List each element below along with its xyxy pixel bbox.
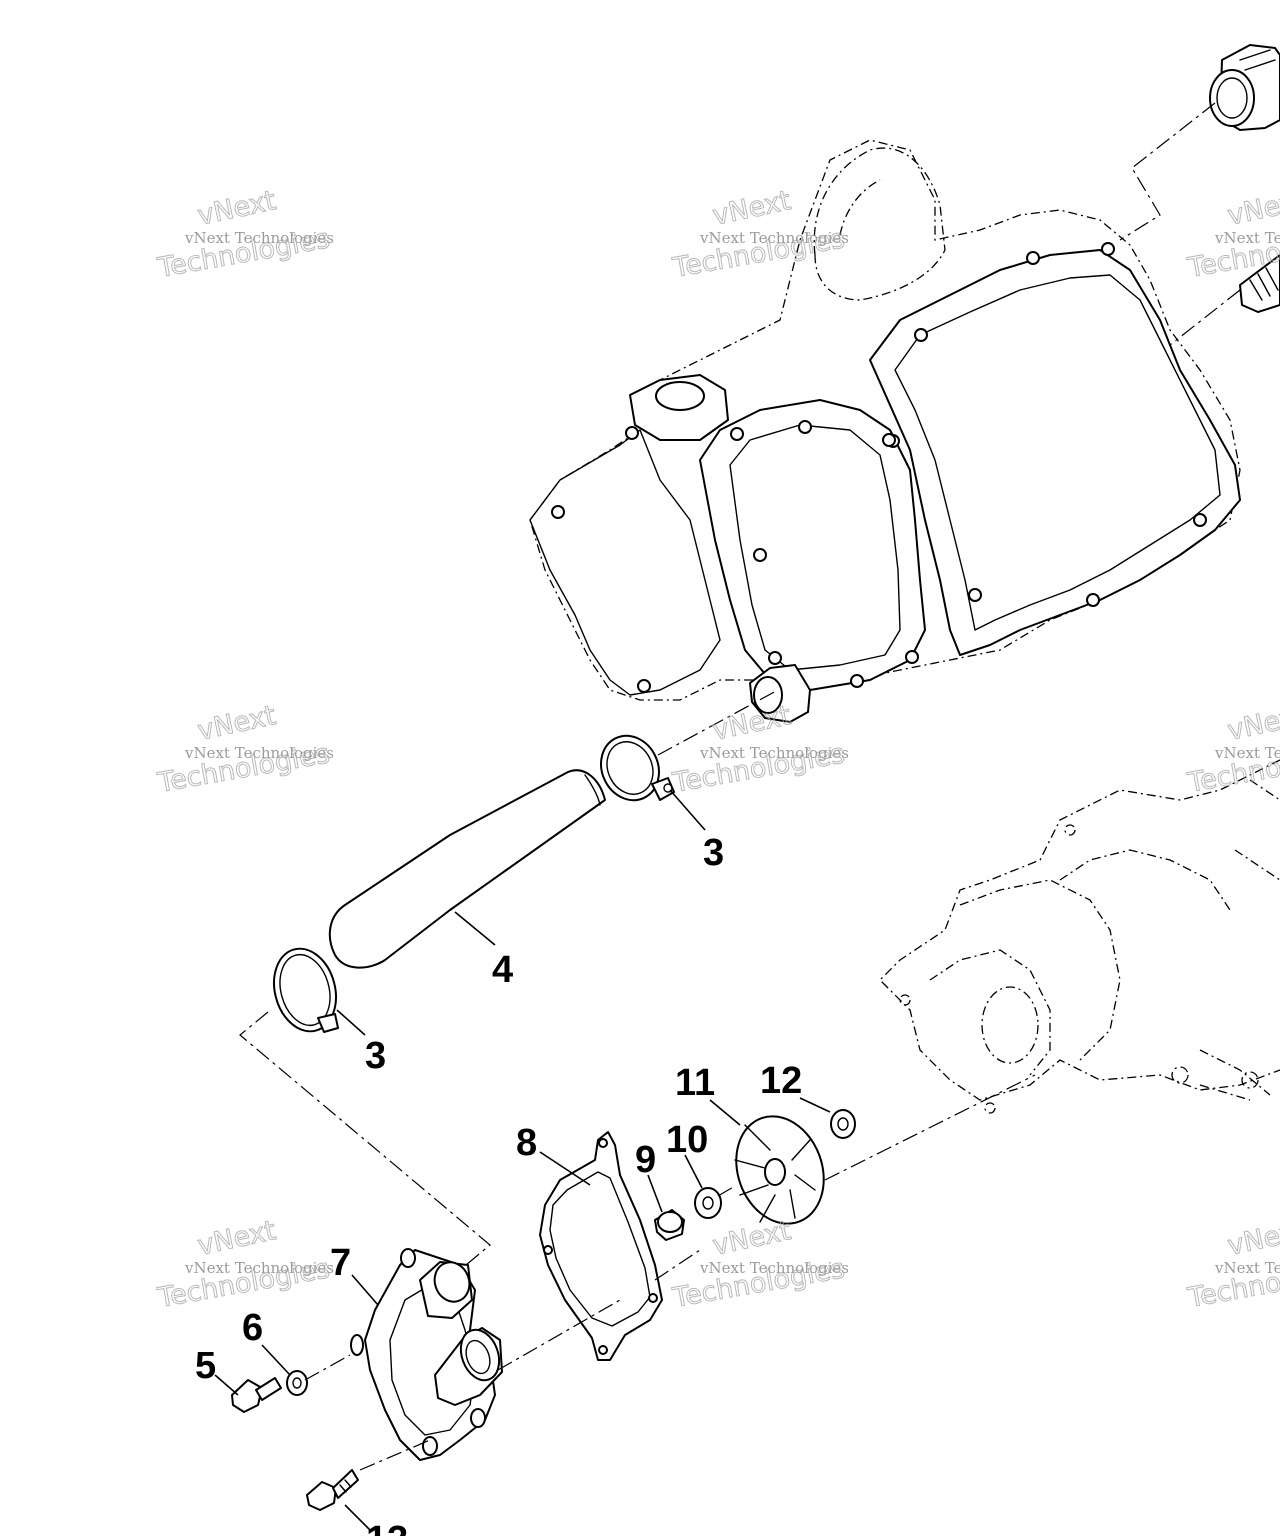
- leader-5: [214, 1374, 239, 1396]
- watermark-text-mid: vNext Technologies: [1214, 1259, 1280, 1277]
- long-bolt: [306, 1469, 359, 1511]
- watermark-3: vNext vNext Technologies Technologies: [1184, 185, 1280, 285]
- watermark-text-mid: vNext Technologies: [184, 744, 334, 762]
- watermark-5: vNext vNext Technologies Technologies: [669, 700, 849, 800]
- callout-7: 7: [330, 1242, 351, 1284]
- watermark-text-top: vNext: [710, 700, 794, 747]
- callout-3-upper: 3: [703, 832, 724, 874]
- coolant-hose: [328, 769, 606, 969]
- watermark-text-top: vNext: [195, 700, 279, 747]
- upper-right-fitting: [1209, 44, 1280, 131]
- impeller-nut: [830, 1109, 856, 1139]
- callout-5: 5: [195, 1345, 216, 1387]
- watermark-text-top: vNext: [1225, 185, 1280, 232]
- washer: [286, 1370, 308, 1396]
- flange-bolt: [231, 1377, 282, 1413]
- mechanical-seal: [654, 1209, 685, 1241]
- watermark-9: vNext vNext Technologies Technologies: [1184, 1215, 1280, 1315]
- watermark-text-top: vNext: [195, 185, 279, 232]
- watermark-1: vNext vNext Technologies Technologies: [154, 185, 334, 285]
- watermark-text-top: vNext: [1225, 1215, 1280, 1262]
- watermark-6: vNext vNext Technologies Technologies: [1184, 700, 1280, 800]
- watermark-text-mid: vNext Technologies: [699, 1259, 849, 1277]
- crankcase-outline: [879, 759, 1280, 1114]
- leader-3-lower: [336, 1009, 366, 1036]
- leader-7: [351, 1274, 379, 1306]
- cylinder-head-assembly: [529, 139, 1241, 723]
- watermark-text-top: vNext: [710, 185, 794, 232]
- callout-10: 10: [666, 1119, 708, 1161]
- callout-4: 4: [492, 949, 513, 991]
- watermark-4: vNext vNext Technologies Technologies: [154, 700, 334, 800]
- watermark-7: vNext vNext Technologies Technologies: [154, 1215, 334, 1315]
- watermark-text-mid: vNext Technologies: [1214, 229, 1280, 247]
- watermark-text-top: vNext: [1225, 700, 1280, 747]
- watermark-text-mid: vNext Technologies: [699, 744, 849, 762]
- leader-10: [684, 1154, 703, 1189]
- callout-12: 12: [760, 1060, 802, 1102]
- water-pump-cover: [350, 1248, 503, 1461]
- right-threaded-fitting: [1239, 254, 1280, 313]
- hose-clamp-lower: [273, 947, 339, 1033]
- pump-gasket: [539, 1131, 663, 1361]
- pump-impeller: [734, 1115, 825, 1225]
- impeller-washer: [694, 1187, 722, 1219]
- leader-6: [261, 1344, 291, 1376]
- callout-8: 8: [516, 1122, 537, 1164]
- callout-11: 11: [675, 1062, 715, 1104]
- callout-6: 6: [242, 1307, 263, 1349]
- watermark-text-top: vNext: [710, 1215, 794, 1262]
- callout-13: 13: [366, 1519, 408, 1536]
- watermark-text-mid: vNext Technologies: [184, 229, 334, 247]
- leader-3-upper: [669, 789, 706, 831]
- leader-13: [344, 1504, 371, 1531]
- watermark-2: vNext vNext Technologies Technologies: [669, 185, 849, 285]
- leader-9: [647, 1174, 663, 1213]
- watermark-8: vNext vNext Technologies Technologies: [669, 1215, 849, 1315]
- watermark-text-mid: vNext Technologies: [1214, 744, 1280, 762]
- watermark-text-top: vNext: [195, 1215, 279, 1262]
- watermark-text-mid: vNext Technologies: [184, 1259, 334, 1277]
- callout-3-lower: 3: [365, 1035, 386, 1077]
- hose-clamp-upper: [600, 734, 675, 802]
- leader-8: [539, 1151, 591, 1186]
- watermark-text-mid: vNext Technologies: [699, 229, 849, 247]
- leader-4: [454, 911, 496, 946]
- leader-12: [799, 1097, 831, 1113]
- leader-11: [709, 1099, 741, 1126]
- callout-9: 9: [635, 1139, 656, 1181]
